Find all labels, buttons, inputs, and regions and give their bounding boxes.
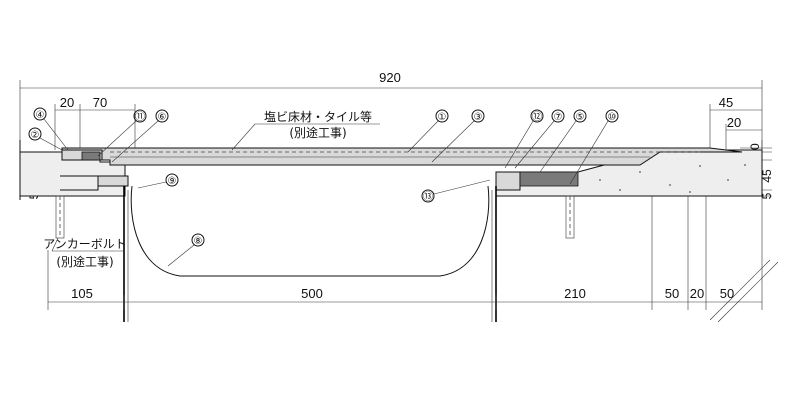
callout-11: ⑪ — [97, 109, 147, 157]
left-frame-profile — [55, 149, 129, 239]
dimension-overall: 920 — [19, 70, 763, 150]
callout-2: ② — [28, 127, 63, 151]
note-anchor-bolt: アンカーボルト (別途工事) — [43, 237, 127, 269]
svg-text:⑪: ⑪ — [135, 111, 145, 123]
right-frame-profile — [495, 171, 579, 239]
floor-material-line2: (別途工事) — [289, 125, 346, 140]
svg-text:⑫: ⑫ — [532, 111, 542, 123]
rubber-seal — [130, 185, 490, 277]
note-floor-material: 塩ビ床材・タイル等 (別途工事) — [231, 109, 380, 151]
dim-bottom-20-label: 20 — [690, 286, 704, 301]
svg-text:①: ① — [438, 112, 447, 123]
callout-8: ⑧ — [167, 233, 205, 267]
dim-right-v5-label: 5 — [760, 192, 774, 199]
right-edge-hatching — [709, 259, 779, 323]
dimension-bottom: 105 500 210 50 20 50 — [47, 196, 763, 310]
svg-text:⑧: ⑧ — [194, 236, 203, 247]
callout-6: ⑥ — [111, 109, 169, 163]
callouts: ① ② ③ ④ ⑤ ⑥ ⑦ — [28, 107, 619, 267]
callout-3: ③ — [431, 109, 485, 163]
svg-text:⑩: ⑩ — [608, 112, 617, 123]
dim-bottom-50b-label: 50 — [720, 286, 734, 301]
callout-1: ① — [407, 109, 449, 153]
floor-cover-plate — [61, 147, 743, 166]
svg-text:⑬: ⑬ — [423, 191, 433, 203]
dimension-left-top: 20 70 — [54, 95, 136, 150]
svg-text:⑤: ⑤ — [576, 112, 585, 123]
dim-left-20-label: 20 — [60, 95, 74, 110]
dim-bottom-105-label: 105 — [71, 286, 93, 301]
callout-13: ⑬ — [421, 179, 491, 203]
dim-overall-label: 920 — [379, 70, 401, 85]
callout-4: ④ — [33, 107, 69, 151]
dim-bottom-500-label: 500 — [301, 286, 323, 301]
dim-left-70-label: 70 — [93, 95, 107, 110]
anchor-bolt-line2: (別途工事) — [56, 254, 113, 269]
callout-12: ⑫ — [504, 109, 544, 169]
dim-right-45-label: 45 — [719, 95, 733, 110]
dimension-right-top: 45 20 — [709, 95, 762, 150]
dim-right-v45-label: 45 — [760, 169, 774, 183]
svg-text:⑨: ⑨ — [168, 176, 177, 187]
svg-text:⑦: ⑦ — [554, 112, 563, 123]
callout-10: ⑩ — [569, 109, 619, 185]
dim-right-20-label: 20 — [727, 115, 741, 130]
svg-text:⑥: ⑥ — [158, 112, 167, 123]
dim-bottom-210-label: 210 — [564, 286, 586, 301]
dim-bottom-50a-label: 50 — [665, 286, 679, 301]
floor-material-line1: 塩ビ床材・タイル等 — [264, 109, 372, 124]
svg-text:③: ③ — [474, 112, 483, 123]
gap-walls — [123, 186, 497, 322]
callout-7: ⑦ — [514, 109, 565, 169]
callout-9: ⑨ — [137, 173, 179, 189]
svg-text:④: ④ — [36, 110, 45, 121]
callout-5: ⑤ — [539, 109, 587, 173]
anchor-bolt-line1: アンカーボルト — [43, 237, 127, 251]
svg-text:②: ② — [31, 130, 40, 141]
